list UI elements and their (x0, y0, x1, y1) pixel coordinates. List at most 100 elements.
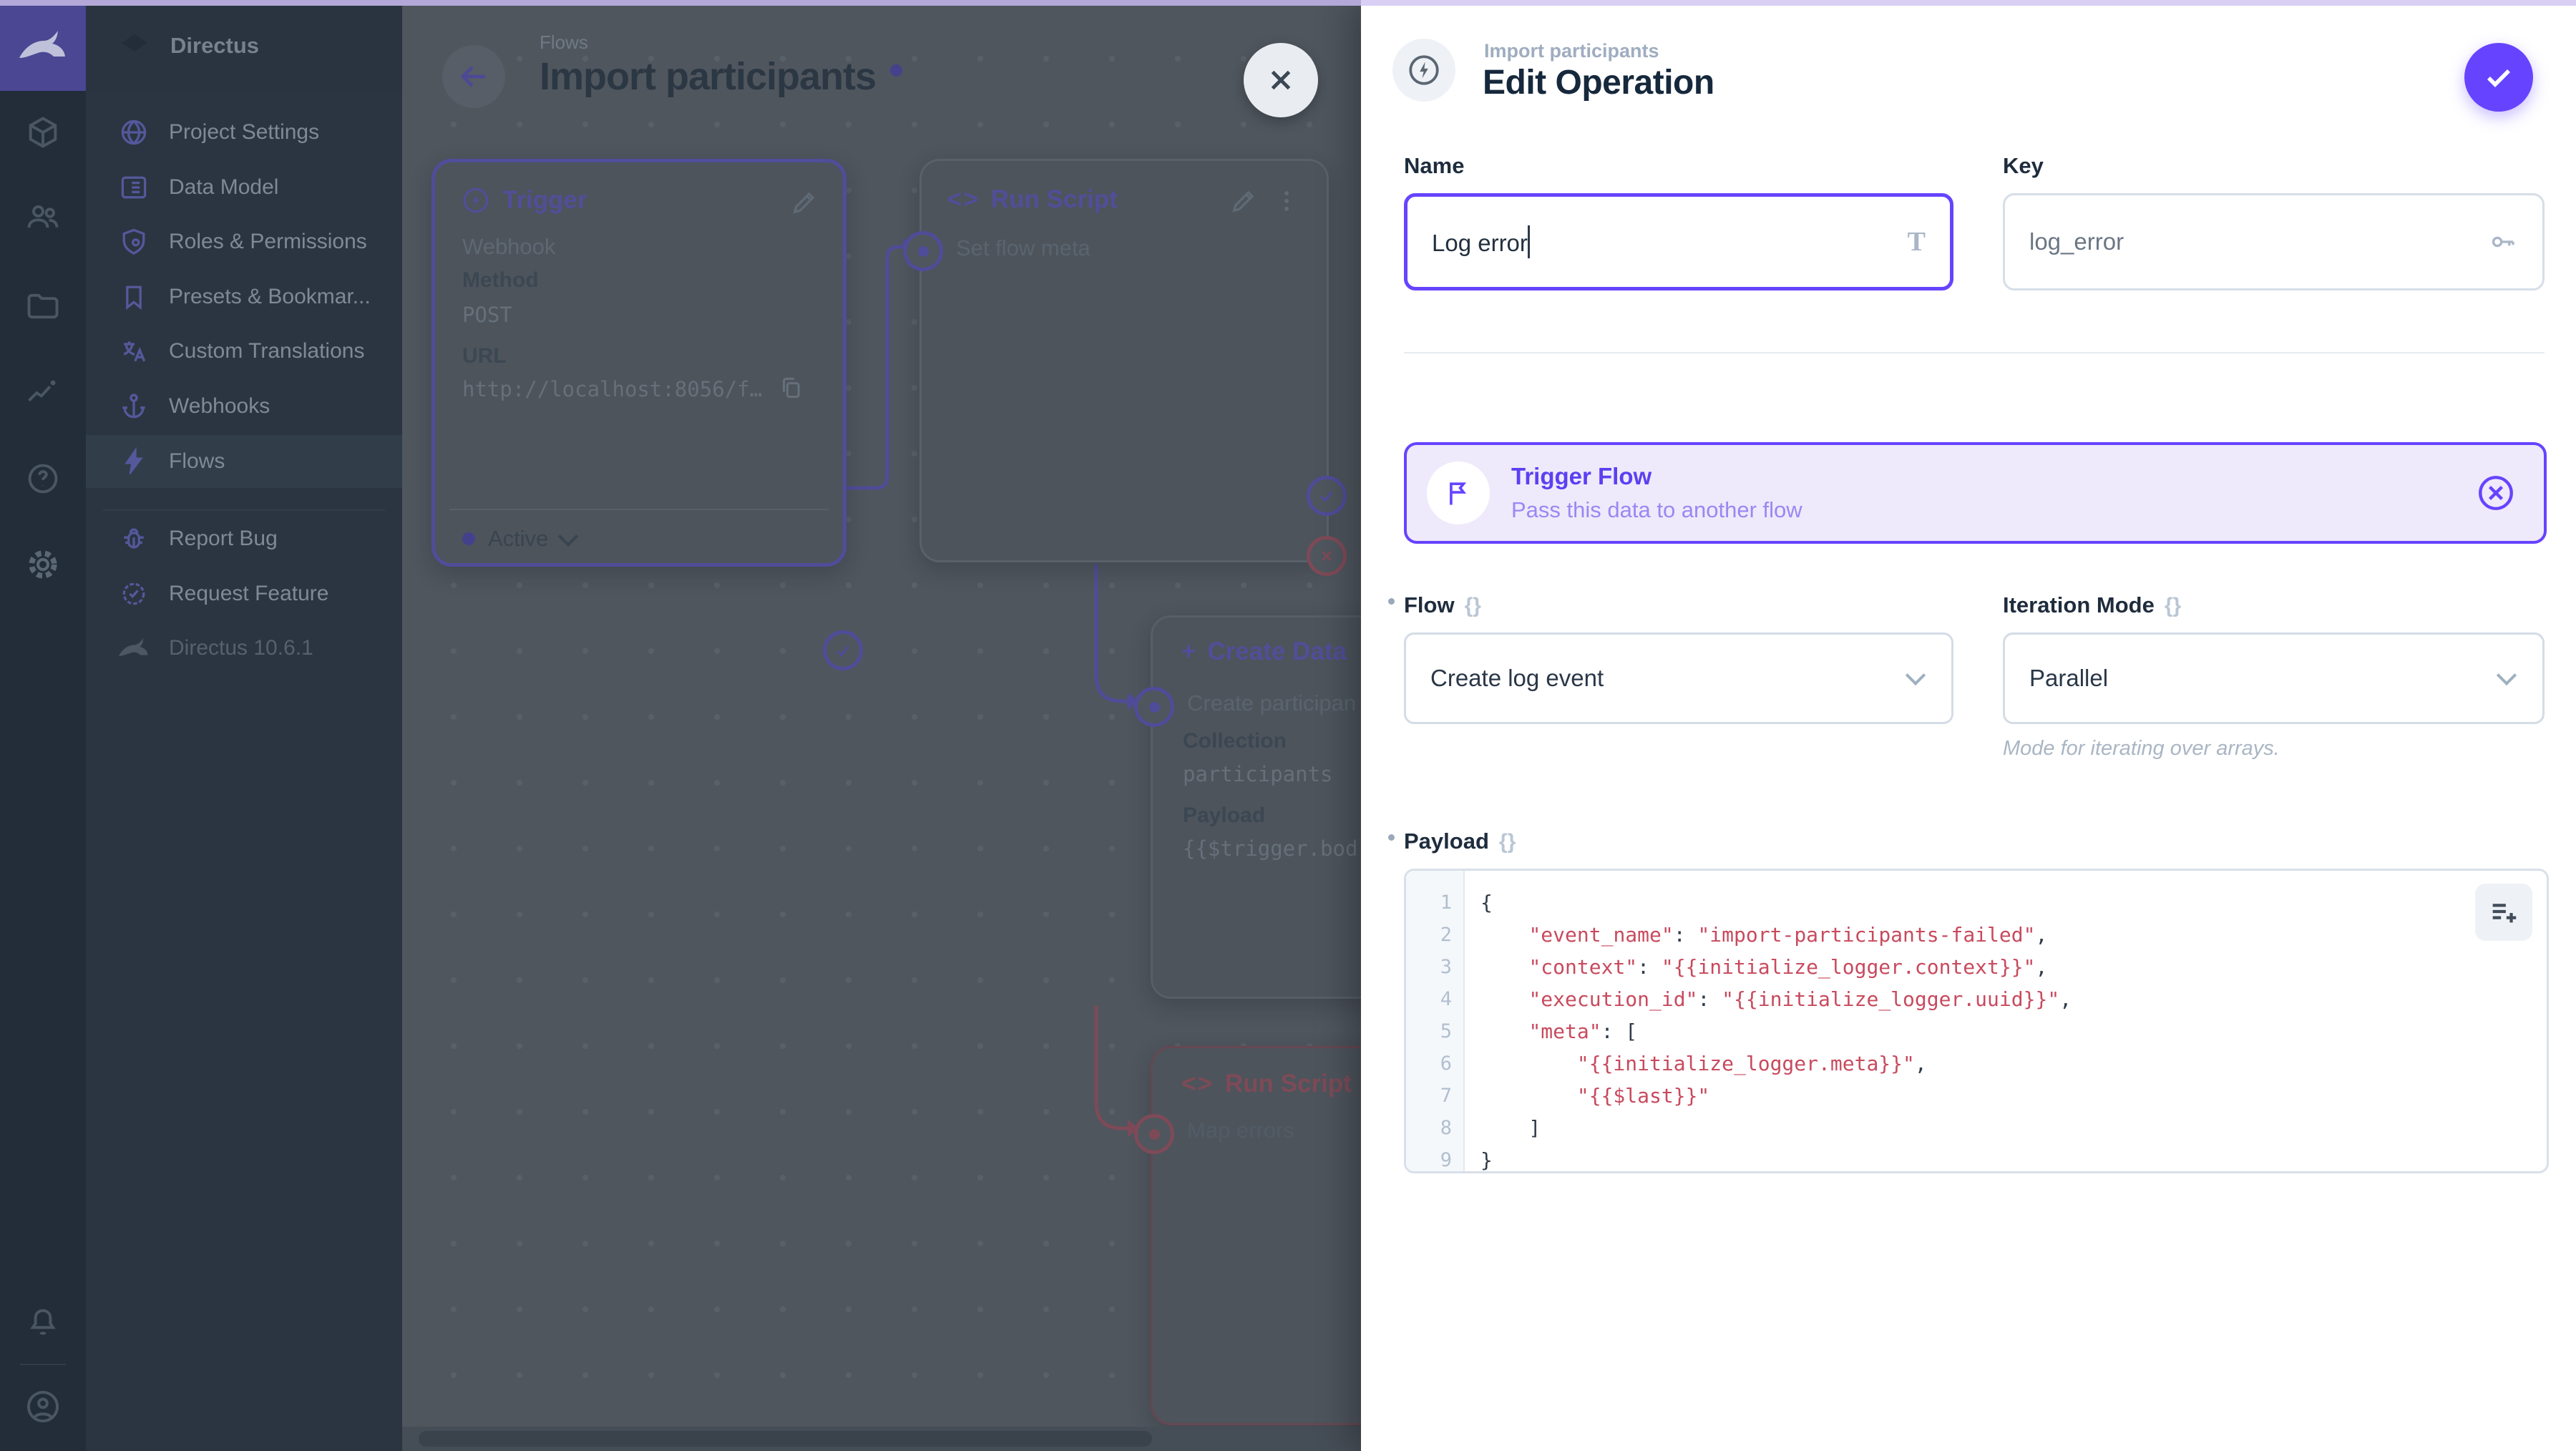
trigger-flow-banner[interactable]: Trigger Flow Pass this data to another f… (1404, 442, 2547, 544)
copy-icon[interactable] (777, 374, 804, 401)
top-accent-strip (0, 0, 1361, 6)
flag-icon (1450, 482, 1467, 505)
new-releases-icon (122, 582, 145, 605)
insights-module-button[interactable] (0, 358, 86, 426)
module-bar (0, 0, 86, 1451)
name-input[interactable]: Log error T (1404, 193, 1953, 290)
sidebar-item-label: Flows (169, 449, 225, 473)
page-title: Import participants (540, 54, 903, 99)
create-data-input-connector[interactable] (1134, 687, 1174, 727)
breadcrumb[interactable]: Flows (540, 31, 588, 53)
drawer-breadcrumb: Import participants (1484, 40, 1659, 62)
required-dot (1388, 598, 1395, 605)
canvas-scrollbar-thumb[interactable] (419, 1431, 1152, 1447)
account-button[interactable] (0, 1372, 86, 1441)
sidebar-item-roles-permissions[interactable]: Roles & Permissions (86, 215, 402, 268)
flow-select[interactable]: Create log event (1404, 632, 1953, 724)
operation-name: Set flow meta (956, 235, 1091, 260)
trigger-resolve-connector[interactable] (823, 630, 863, 670)
title-formatter-icon[interactable]: T (1907, 227, 1926, 257)
project-header[interactable]: Directus (86, 0, 402, 91)
sidebar-item-project-settings[interactable]: Project Settings (86, 106, 402, 159)
top-accent-strip-drawer (1361, 0, 2576, 6)
project-logo-icon (122, 34, 147, 52)
code-content[interactable]: { "event_name": "import-participants-fai… (1465, 871, 2547, 1171)
code-line: } (1480, 1148, 1493, 1172)
sidebar-item-request-feature[interactable]: Request Feature (86, 567, 402, 620)
edit-operation-icon[interactable] (1229, 187, 1258, 215)
map-errors-header: <> Run Script (1181, 1070, 1352, 1098)
sidebar-item-label: Custom Translations (169, 339, 365, 363)
operation-type-icon-wrap (1392, 39, 1455, 102)
playlist-add-button[interactable] (2475, 884, 2532, 941)
run-script-header: <> Run Script (947, 185, 1118, 213)
map-errors-input-connector[interactable] (1134, 1114, 1174, 1154)
rabbit-logo-icon (118, 637, 148, 656)
back-button[interactable] (442, 45, 505, 108)
flow-status-toggle[interactable]: Active (462, 526, 579, 552)
notifications-button[interactable] (0, 1288, 86, 1357)
bell-icon (30, 1309, 56, 1335)
raw-value-icon[interactable]: {} (1464, 594, 1481, 617)
iteration-mode-select[interactable]: Parallel (2003, 632, 2545, 724)
code-line: "event_name": "import-participants-faile… (1528, 923, 2048, 947)
help-module-button[interactable] (0, 444, 86, 513)
method-label: Method (462, 268, 539, 292)
raw-value-icon[interactable]: {} (1498, 830, 1516, 854)
create-data-panel[interactable]: + Create Data Create participan Collecti… (1134, 615, 1361, 999)
settings-module-button[interactable] (0, 530, 86, 599)
files-module-button[interactable] (0, 272, 86, 341)
collections-module-button[interactable] (0, 98, 86, 167)
sidebar-item-label: Project Settings (169, 120, 320, 144)
run-script-reject-connector[interactable] (1307, 536, 1347, 576)
sidebar-version: Directus 10.6.1 (86, 622, 402, 675)
text-cursor (1527, 225, 1530, 258)
edit-trigger-icon[interactable] (790, 188, 819, 217)
bolt-circle-icon (1409, 55, 1439, 85)
code-line: { (1480, 891, 1493, 914)
run-script-resolve-connector[interactable] (1307, 476, 1347, 516)
check-icon (1320, 491, 1333, 502)
list-alt-icon (121, 176, 147, 199)
sidebar-item-data-model[interactable]: Data Model (86, 161, 402, 214)
code-icon: <> (1181, 1070, 1214, 1098)
sidebar-item-webhooks[interactable]: Webhooks (86, 380, 402, 433)
run-script-panel[interactable]: <> Run Script Set flow meta (903, 159, 1347, 576)
users-module-button[interactable] (0, 182, 86, 251)
code-line: ] (1480, 1116, 1541, 1140)
save-button[interactable] (2464, 43, 2533, 112)
gear-icon (29, 550, 57, 579)
translate-icon (123, 341, 146, 362)
trigger-panel[interactable]: Trigger Webhook Method POST URL http://l… (431, 159, 863, 670)
sidebar-item-flows[interactable]: Flows (86, 435, 402, 488)
playlist-add-icon (2492, 904, 2517, 923)
anchor-icon (122, 394, 145, 419)
key-input[interactable]: log_error (2003, 193, 2545, 290)
map-errors-panel[interactable]: <> Run Script Map errors (1134, 1046, 1361, 1425)
flow-field-label: Flow{} (1388, 592, 1481, 618)
url-value: http://localhost:8056/f… (462, 377, 763, 401)
bookmark-icon (126, 285, 142, 311)
status-label: Active (488, 526, 549, 551)
box-icon (29, 117, 57, 148)
sidebar-item-report-bug[interactable]: Report Bug (86, 512, 402, 565)
run-script-input-connector[interactable] (903, 231, 943, 271)
raw-value-icon[interactable]: {} (2164, 594, 2182, 617)
sidebar-item-presets-bookmarks[interactable]: Presets & Bookmar... (86, 270, 402, 323)
payload-field-label: Payload{} (1388, 829, 1516, 854)
x-icon (1321, 550, 1332, 562)
sidebar-item-custom-translations[interactable]: Custom Translations (86, 325, 402, 378)
flow-canvas[interactable]: Flows Import participants Trigger (402, 0, 1361, 1451)
operation-name: Create participan (1187, 690, 1357, 715)
kebab-menu-icon[interactable] (1272, 187, 1301, 215)
bolt-circle-icon (463, 187, 489, 213)
module-bar-divider (20, 1364, 66, 1365)
directus-logo[interactable] (0, 0, 86, 91)
cancel-circle-icon[interactable] (2475, 472, 2517, 514)
chevron-down-icon (1905, 665, 1926, 686)
close-drawer-button[interactable] (1244, 43, 1318, 117)
flow-connections (837, 238, 1139, 1137)
